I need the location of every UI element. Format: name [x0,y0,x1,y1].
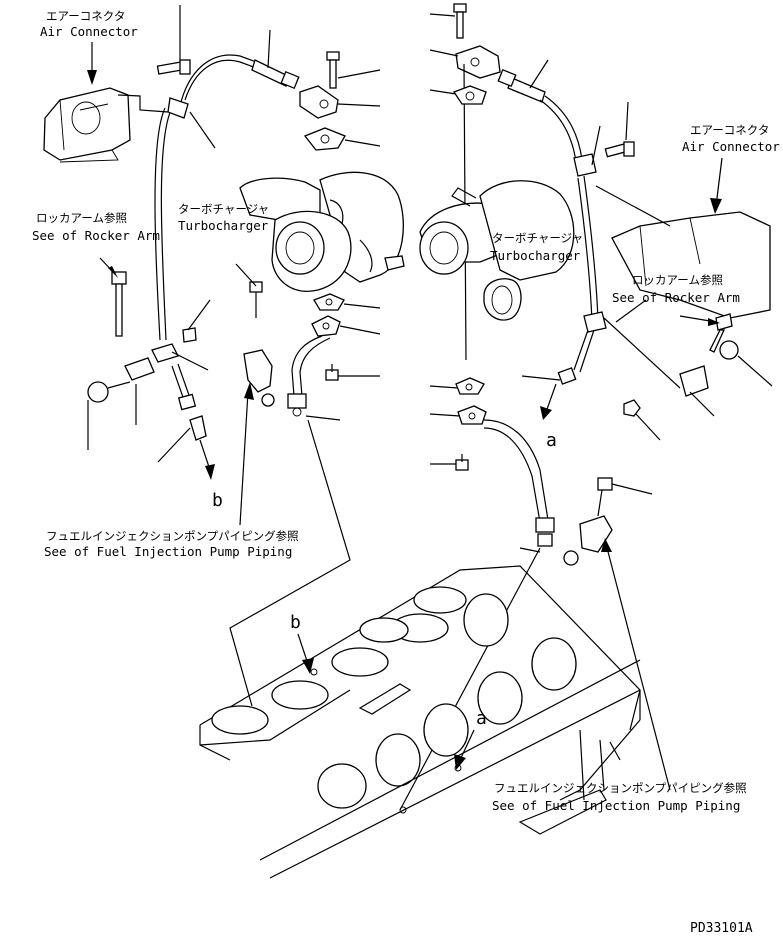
rocker-right-jp: ロッカアーム参照 [632,273,723,287]
air-connector-right-jp: エアーコネクタ [690,123,769,137]
rocker-right-en: See of Rocker Arm [612,290,740,305]
ref-b-lower: b [290,612,301,633]
hose-fitting-top-right [497,59,549,103]
arrow-head-icon [244,382,254,400]
air-connector-right-en: Air Connector [682,139,780,154]
arrow-head-icon [710,198,722,214]
bolt-top-center [326,51,381,89]
gasket-top-right [429,85,487,105]
air-connector-right [595,185,771,319]
turbocharger-right [419,180,575,321]
bolt-rocker-left [99,257,127,337]
rocker-left-jp: ロッカアーム参照 [36,211,127,225]
turbo-left-en: Turbocharger [178,218,269,233]
arrow-head-icon [454,754,466,770]
leader-fuel-right [605,543,671,791]
hose-fitting-top-left [251,29,300,90]
air-connector-left-en: Air Connector [40,24,138,39]
drawing-code: PD33101A [690,921,753,936]
oil-drain-tube-right [429,405,555,553]
arrow-head-icon [601,538,612,552]
leader-air-connector-right [715,157,723,207]
fuel-left-en: See of Fuel Injection Pump Piping [44,544,292,559]
oil-tube-left [154,54,263,341]
arrow-head-icon [302,658,314,674]
bolt-lower-right [430,454,469,471]
bolt-right-clamp [591,101,635,166]
gasket-lower-right [429,377,485,395]
turbo-right-jp: ターボチャージャ [492,231,583,245]
bracket-left [235,263,275,407]
leader-b-to-block [229,419,351,707]
ref-a-upper: a [546,430,557,451]
leader-b-lower [297,633,309,665]
gasket-top-left [303,127,381,151]
air-connector-left [43,87,169,163]
oil-tube-right [539,95,599,323]
bolt-rocker-right [679,313,773,417]
turbo-left-jp: ターボチャージャ [178,202,269,216]
bolt-left-connector [156,5,191,75]
turbo-right-en: Turbocharger [490,248,581,263]
ref-a-lower: a [476,708,487,729]
clamp-left [87,299,211,450]
gasket-lower-left [313,293,381,311]
leader-a-lower [459,729,475,761]
tube-b-left [157,363,215,480]
elbow-fitting-left [299,85,381,119]
arrow-head-icon [87,70,97,85]
bolt-middle-left [325,364,380,381]
oil-drain-tube-left [287,315,381,421]
ref-b-upper: b [212,490,223,511]
nut-right [623,399,661,441]
leader-fuel-left [239,391,249,526]
leader-a-to-block [399,547,541,811]
bolt-top-right [429,3,467,39]
fuel-right-en: See of Fuel Injection Pump Piping [492,798,740,813]
fuel-left-jp: フュエルインジェクションポンプパイピング参照 [46,529,299,543]
turbocharger-left [239,171,405,292]
engine-block [199,565,641,879]
tube-a-right [521,299,681,420]
air-connector-left-jp: エアーコネクタ [46,9,125,23]
fuel-right-jp: フュエルインジェクションポンプパイピング参照 [494,781,747,795]
rocker-left-en: See of Rocker Arm [32,228,160,243]
